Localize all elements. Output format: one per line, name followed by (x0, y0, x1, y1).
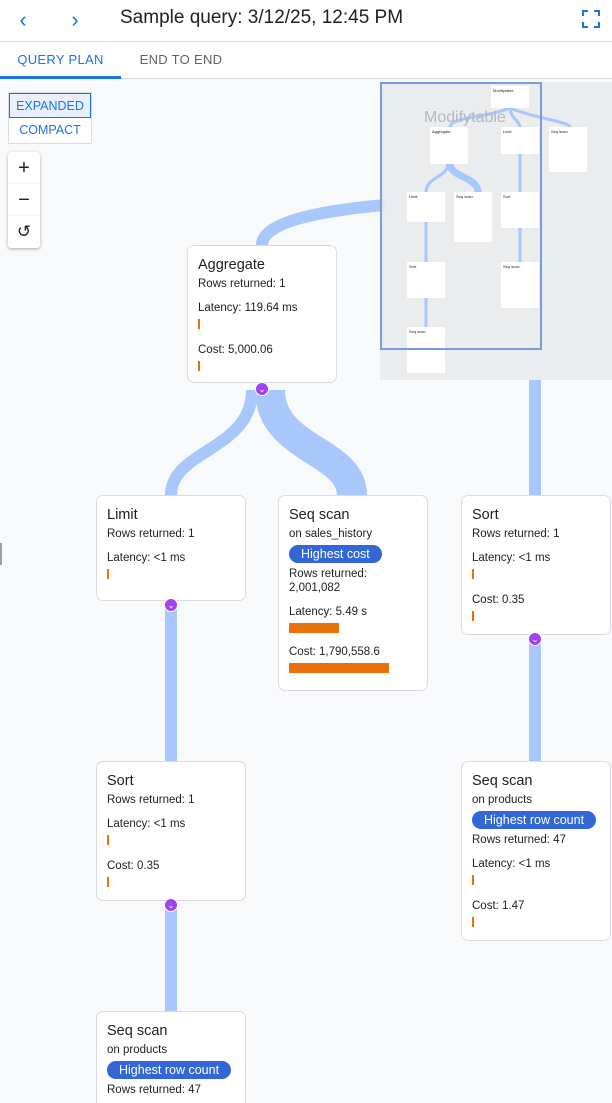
minimap-node: Aggregate (430, 127, 468, 164)
node-sort-right[interactable]: Sort Rows returned: 1 Latency: <1 ms Cos… (461, 495, 611, 635)
node-title: Seq scan (107, 1023, 168, 1039)
latency: Latency: <1 ms (472, 552, 551, 564)
latency-bar (107, 569, 109, 579)
ghost-node-title: Modifytable (424, 109, 506, 126)
minimap-node: Limit (407, 192, 445, 222)
latency: Latency: 119.64 ms (198, 302, 298, 314)
cost-bar (107, 877, 109, 887)
latency-bar (107, 835, 109, 845)
expand-toggle-icon[interactable]: ⌄ (164, 598, 178, 612)
fullscreen-icon[interactable] (582, 10, 600, 28)
rows-returned: Rows returned: 1 (472, 528, 560, 540)
edge-aggregate-limit (165, 389, 258, 496)
plan-edges (165, 199, 541, 1012)
cost: Cost: 5,000.06 (198, 344, 273, 356)
edge-modify-aggregate (256, 199, 386, 247)
minimap-node: Sort (407, 262, 445, 298)
node-sort-left[interactable]: Sort Rows returned: 1 Latency: <1 ms Cos… (96, 761, 246, 901)
minimap-node: Sort (501, 192, 539, 228)
latency-bar (289, 623, 339, 633)
resize-handle[interactable] (0, 543, 2, 565)
view-toggle: EXPANDED COMPACT (8, 92, 92, 144)
zoom-in-button[interactable]: + (8, 152, 40, 184)
header: ‹ › Sample query: 3/12/25, 12:45 PM (0, 0, 612, 42)
rows-returned-value: 2,001,082 (289, 582, 341, 594)
cost: Cost: 0.35 (107, 860, 160, 872)
plan-canvas[interactable]: Aggregate Rows returned: 1 Latency: 119.… (0, 80, 612, 1103)
node-seq-scan-products-right[interactable]: Seq scan on products Highest row count R… (461, 761, 611, 941)
minimap-node: Seq scan (501, 262, 539, 308)
cost: Cost: 1,790,558.6 (289, 646, 380, 658)
expand-toggle-icon[interactable]: ⌄ (255, 382, 269, 396)
latency: Latency: <1 ms (472, 858, 551, 870)
node-title: Sort (472, 507, 499, 523)
node-seq-scan-products-bottom[interactable]: Seq scan on products Highest row count R… (96, 1011, 246, 1103)
latency: Latency: <1 ms (107, 818, 186, 830)
zoom-controls: + − ↺ (8, 152, 40, 248)
cost-bar (198, 361, 200, 371)
expand-toggle-icon[interactable]: ⌄ (164, 898, 178, 912)
cost-bar (472, 611, 474, 621)
node-title: Sort (107, 773, 134, 789)
page-title: Sample query: 3/12/25, 12:45 PM (120, 7, 404, 28)
node-aggregate[interactable]: Aggregate Rows returned: 1 Latency: 119.… (187, 245, 337, 383)
latency: Latency: <1 ms (107, 552, 186, 564)
rows-returned: Rows returned: 1 (107, 528, 195, 540)
status-badge: Highest row count (472, 811, 597, 829)
rows-returned: Rows returned: (289, 568, 367, 580)
node-title: Limit (107, 507, 138, 523)
table-name: on products (472, 794, 533, 806)
tab-end-to-end[interactable]: END TO END (139, 52, 223, 67)
status-badge: Highest row count (107, 1061, 232, 1079)
expand-toggle-icon[interactable]: ⌄ (528, 632, 542, 646)
rows-returned: Rows returned: 1 (107, 794, 195, 806)
latency-bar (472, 569, 474, 579)
rows-returned: Rows returned: 47 (472, 834, 566, 846)
minimap-node: Limit (501, 127, 539, 154)
cost-bar (289, 663, 389, 673)
rows-returned: Rows returned: 1 (198, 278, 286, 290)
minimap-node: Modifytable (491, 86, 529, 108)
reset-zoom-button[interactable]: ↺ (16, 222, 32, 241)
cost-bar (472, 917, 474, 927)
node-title: Seq scan (472, 773, 533, 789)
status-badge: Highest cost (289, 545, 382, 563)
minimap-edges (424, 106, 572, 327)
node-seq-scan-sales-history[interactable]: Seq scan on sales_history Highest cost R… (278, 495, 428, 691)
node-title: Seq scan (289, 507, 350, 523)
node-title: Aggregate (198, 257, 265, 273)
minimap-node: Seq scan (407, 327, 445, 373)
cost: Cost: 0.35 (472, 594, 525, 606)
back-button[interactable]: ‹ (8, 6, 38, 36)
node-limit[interactable]: Limit Rows returned: 1 Latency: <1 ms (96, 495, 246, 601)
compact-button[interactable]: COMPACT (19, 123, 81, 137)
tab-query-plan[interactable]: QUERY PLAN (0, 42, 121, 79)
rows-returned: Rows returned: 47 (107, 1084, 201, 1096)
zoom-out-button[interactable]: − (8, 184, 40, 216)
cost: Cost: 1.47 (472, 900, 525, 912)
latency-bar (472, 875, 474, 885)
chevron-right-icon: › (71, 7, 79, 32)
minimap-viewport[interactable] (380, 82, 542, 350)
latency: Latency: 5.49 s (289, 606, 367, 618)
tab-bar: QUERY PLAN END TO END (0, 42, 612, 79)
chevron-left-icon: ‹ (19, 7, 27, 32)
forward-button[interactable]: › (60, 6, 90, 36)
minimap-node: Seq scan (454, 192, 492, 242)
latency-bar (198, 319, 200, 329)
expanded-button[interactable]: EXPANDED (9, 93, 91, 118)
minimap-node: Seq scan (549, 127, 587, 172)
table-name: on products (107, 1044, 168, 1056)
table-name: on sales_history (289, 528, 373, 540)
minimap[interactable]: Modifytable Aggregate Limit Seq scan Lim… (380, 82, 612, 380)
edge-aggregate-seqscan (255, 388, 367, 497)
